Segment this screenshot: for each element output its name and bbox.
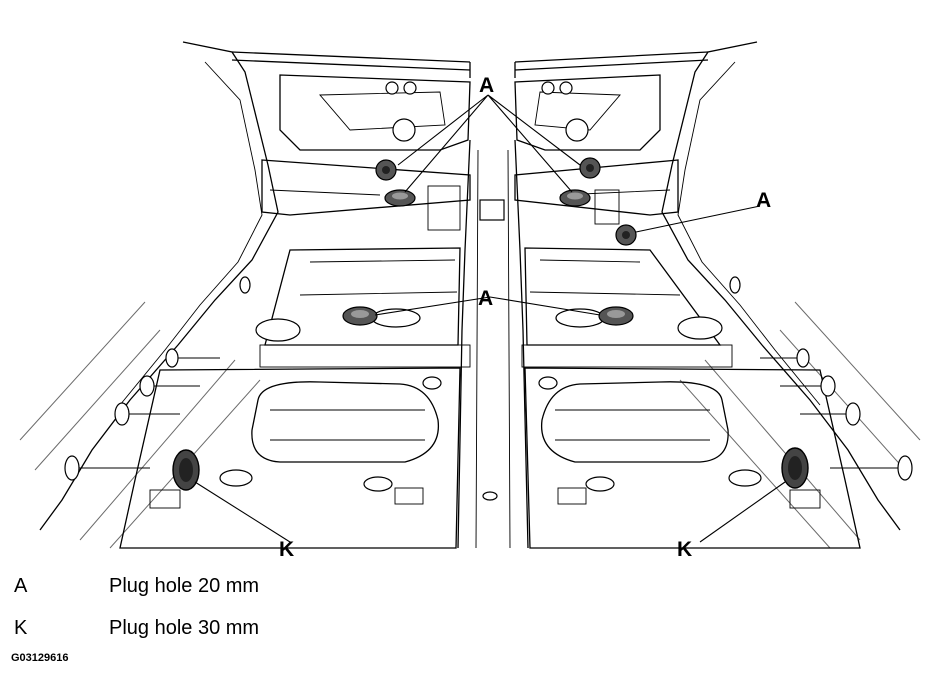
- plug-a-upper-right: [579, 157, 601, 179]
- plug-a-upper-left-inner: [384, 189, 416, 207]
- legend-row-k: K Plug hole 30 mm: [14, 616, 514, 658]
- plug-a-right: [615, 224, 637, 246]
- plug-a-upper-right-inner: [559, 189, 591, 207]
- plug-k-right: [781, 447, 809, 489]
- plug-a-mid-right: [598, 306, 634, 326]
- mid-floor: [255, 247, 733, 368]
- figure-id: G03129616: [11, 652, 69, 664]
- legend-description: Plug hole 20 mm: [109, 575, 260, 597]
- legend-key: K: [14, 617, 28, 639]
- plug-a-upper-left: [375, 159, 397, 181]
- legend: A Plug hole 20 mm K Plug hole 30 mm: [14, 574, 514, 658]
- legend-key: A: [14, 575, 28, 597]
- side-wall-holes: [64, 276, 913, 481]
- callout-k-left: K: [279, 538, 294, 560]
- rear-floor-wells: [119, 367, 861, 549]
- callout-k-right: K: [677, 538, 692, 560]
- body-outline: [19, 41, 921, 549]
- callout-a-right: A: [756, 189, 771, 212]
- legend-row-a: A Plug hole 20 mm: [14, 574, 514, 616]
- plug-a-mid-left: [342, 306, 378, 326]
- legend-description: Plug hole 30 mm: [109, 617, 260, 639]
- plug-holes-20mm: [342, 157, 637, 326]
- plug-holes-30mm: [172, 447, 809, 491]
- center-tunnel: [427, 139, 620, 549]
- leader-lines: [194, 94, 786, 543]
- callout-a-center: A: [478, 287, 493, 310]
- callout-a-top: A: [479, 74, 494, 97]
- plug-k-left: [172, 449, 200, 491]
- vehicle-floor-pan-diagram: A A A K K: [19, 41, 921, 560]
